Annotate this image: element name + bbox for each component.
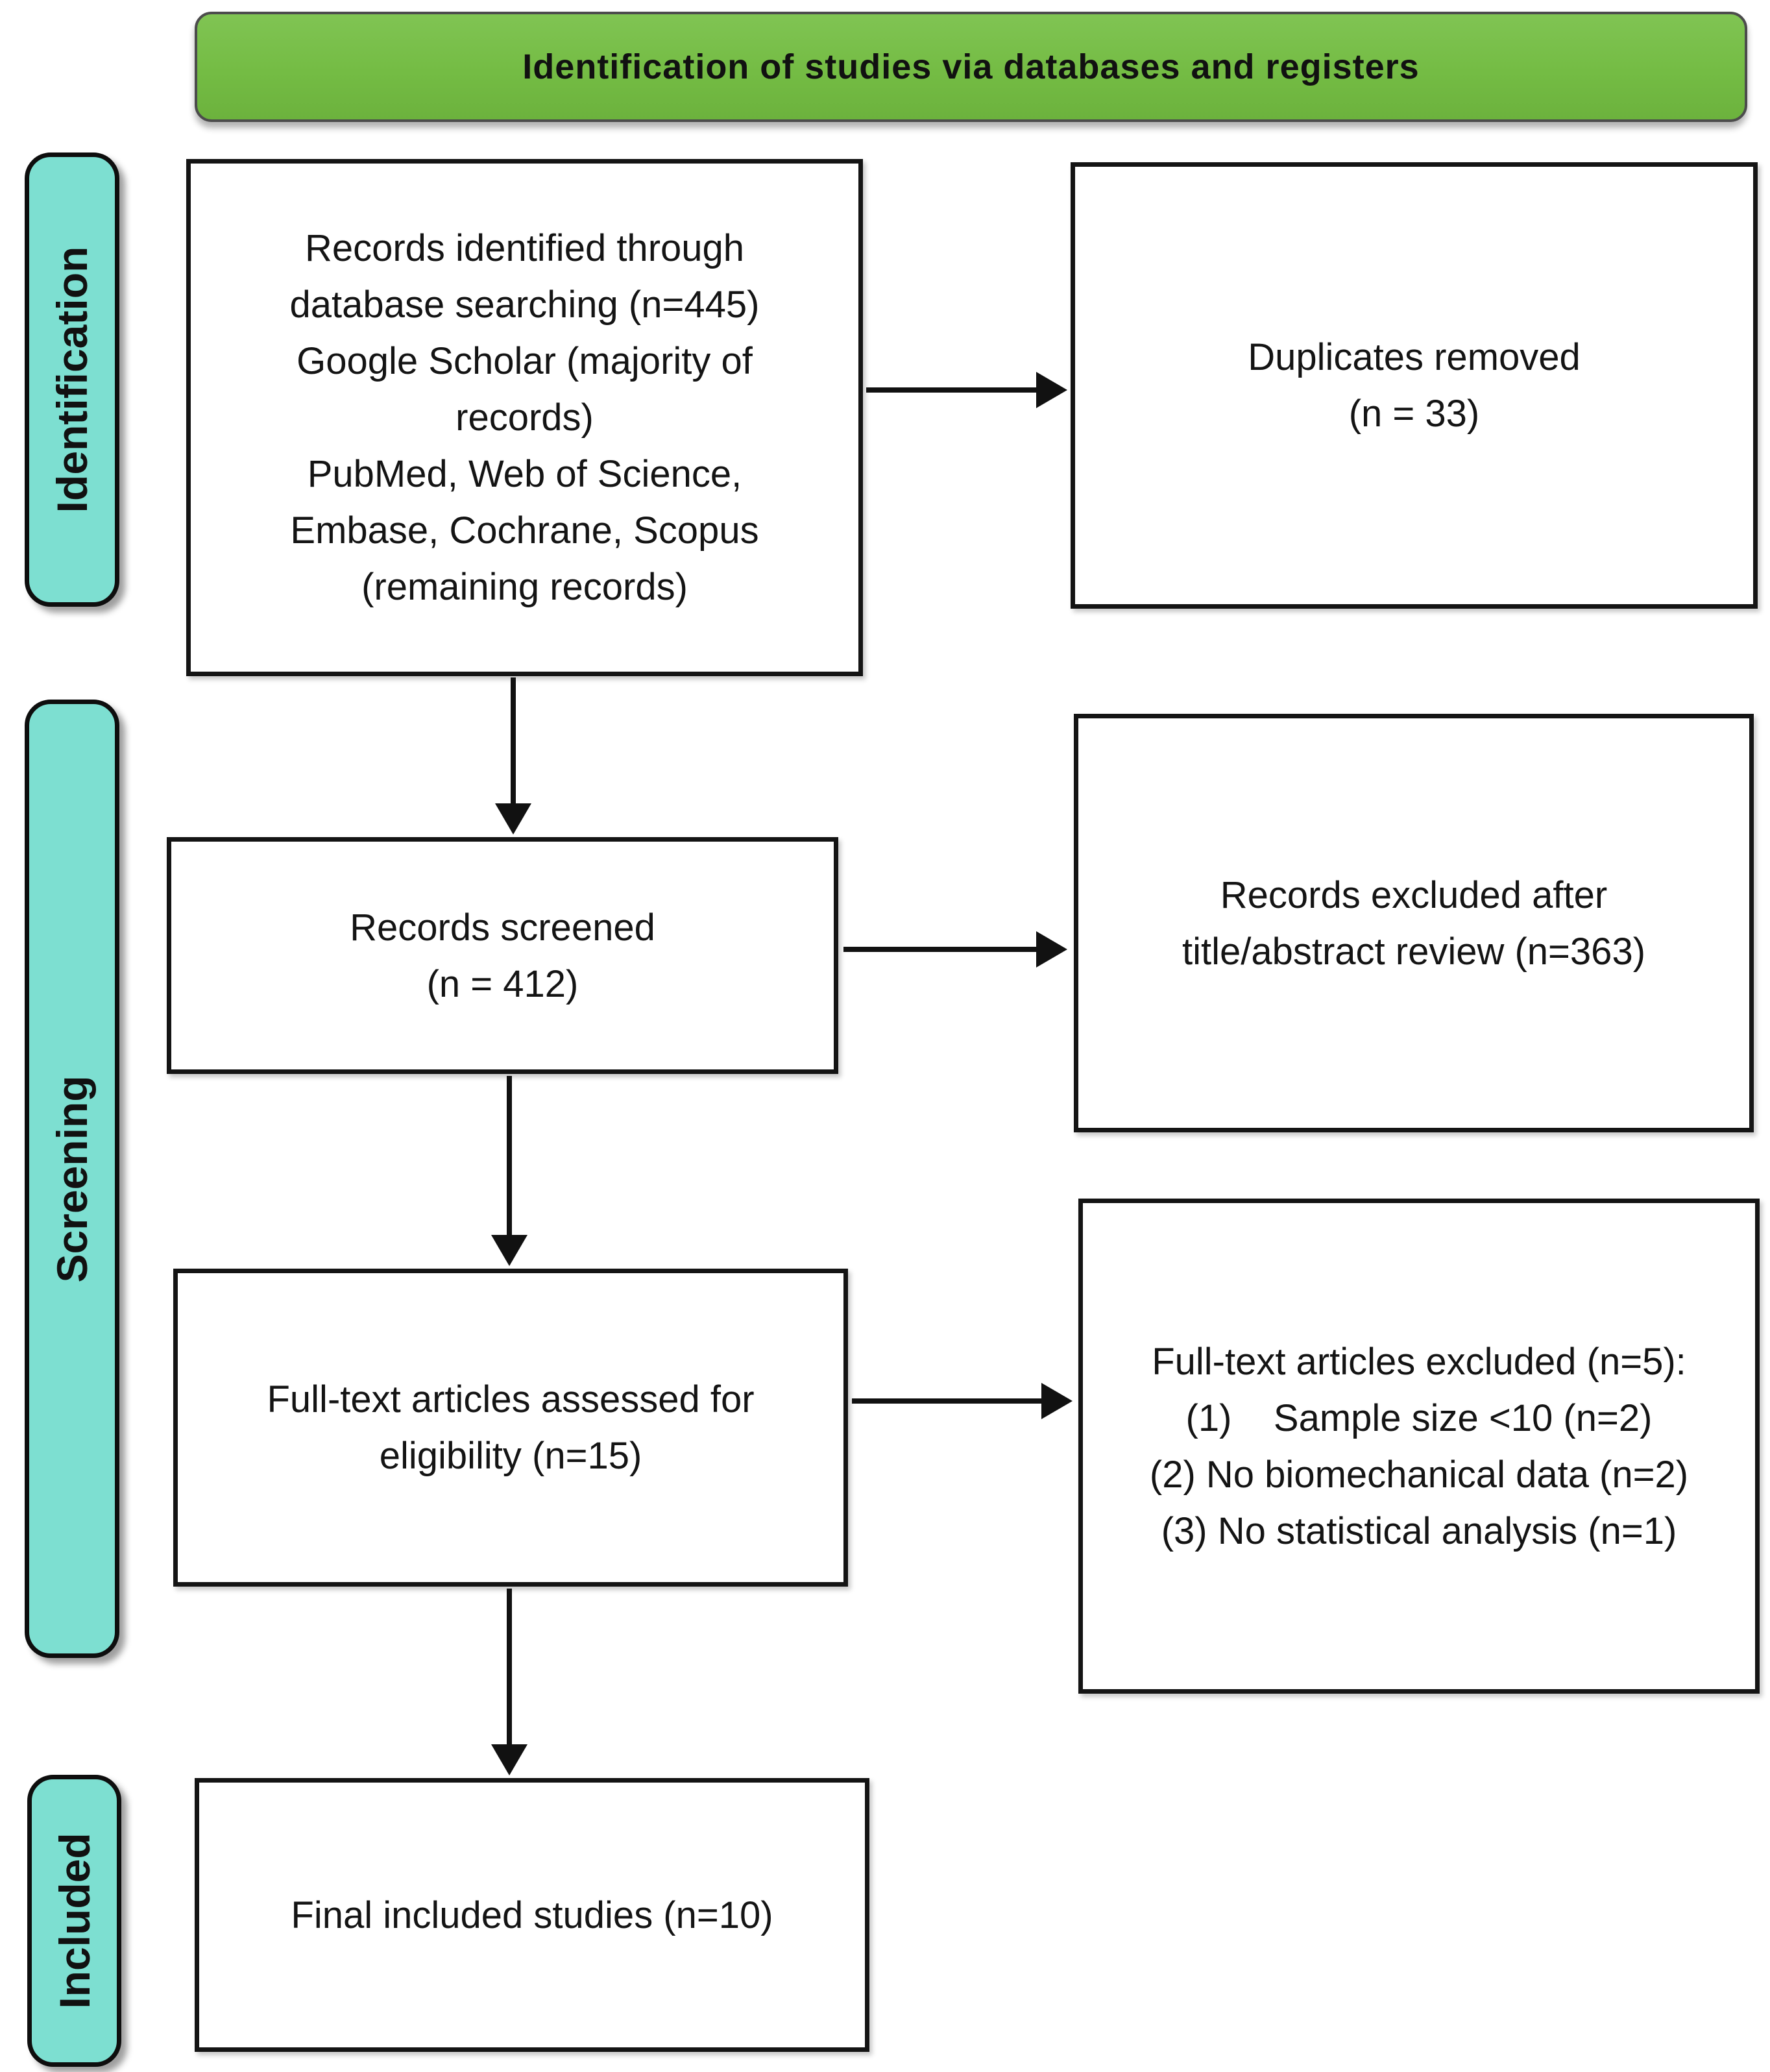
box-duplicates-removed-text: Duplicates removed (n = 33) — [1248, 336, 1581, 435]
arrow-fulltext-to-final — [491, 1589, 527, 1775]
arrow-shaft — [866, 387, 1043, 393]
stage-bar-included: Included — [27, 1775, 121, 2067]
arrow-shaft — [843, 947, 1043, 952]
arrow-screened-to-excluded — [843, 931, 1067, 968]
arrowhead-down-icon — [491, 1744, 527, 1775]
arrow-identified-to-screened — [495, 677, 531, 835]
arrowhead-down-icon — [495, 803, 531, 835]
box-records-identified: Records identified through database sear… — [186, 159, 863, 676]
box-records-screened-text: Records screened (n = 412) — [350, 906, 655, 1005]
stage-label-identification: Identification — [48, 246, 96, 513]
arrow-identified-to-duplicates — [866, 372, 1067, 408]
box-final-included: Final included studies (n=10) — [195, 1778, 869, 2052]
arrow-shaft — [507, 1076, 512, 1241]
box-fulltext-excluded: Full-text articles excluded (n=5): (1) S… — [1078, 1199, 1760, 1694]
box-duplicates-removed: Duplicates removed (n = 33) — [1071, 162, 1758, 609]
arrowhead-right-icon — [1036, 372, 1067, 408]
box-records-excluded-text: Records excluded after title/abstract re… — [1182, 873, 1646, 973]
stage-bar-screening: Screening — [25, 700, 119, 1658]
diagram-title-banner: Identification of studies via databases … — [195, 12, 1747, 122]
arrow-screened-to-fulltext — [491, 1076, 527, 1266]
arrow-fulltext-to-excluded — [852, 1383, 1073, 1419]
arrow-shaft — [511, 677, 516, 810]
box-fulltext-assessed-text: Full-text articles assessed for eligibil… — [267, 1378, 755, 1477]
stage-label-screening: Screening — [48, 1075, 96, 1283]
box-fulltext-assessed: Full-text articles assessed for eligibil… — [173, 1269, 848, 1587]
box-records-identified-text: Records identified through database sear… — [289, 227, 760, 608]
box-records-excluded: Records excluded after title/abstract re… — [1074, 714, 1754, 1132]
diagram-title: Identification of studies via databases … — [522, 47, 1420, 86]
box-records-screened: Records screened (n = 412) — [167, 837, 838, 1074]
arrowhead-right-icon — [1036, 931, 1067, 968]
arrowhead-down-icon — [491, 1235, 527, 1266]
box-final-included-text: Final included studies (n=10) — [291, 1894, 773, 1936]
stage-bar-identification: Identification — [25, 152, 119, 607]
stage-label-included: Included — [50, 1833, 99, 2009]
arrow-shaft — [852, 1398, 1048, 1404]
box-fulltext-excluded-text: Full-text articles excluded (n=5): (1) S… — [1149, 1340, 1689, 1552]
arrow-shaft — [507, 1589, 512, 1751]
arrowhead-right-icon — [1041, 1383, 1073, 1419]
